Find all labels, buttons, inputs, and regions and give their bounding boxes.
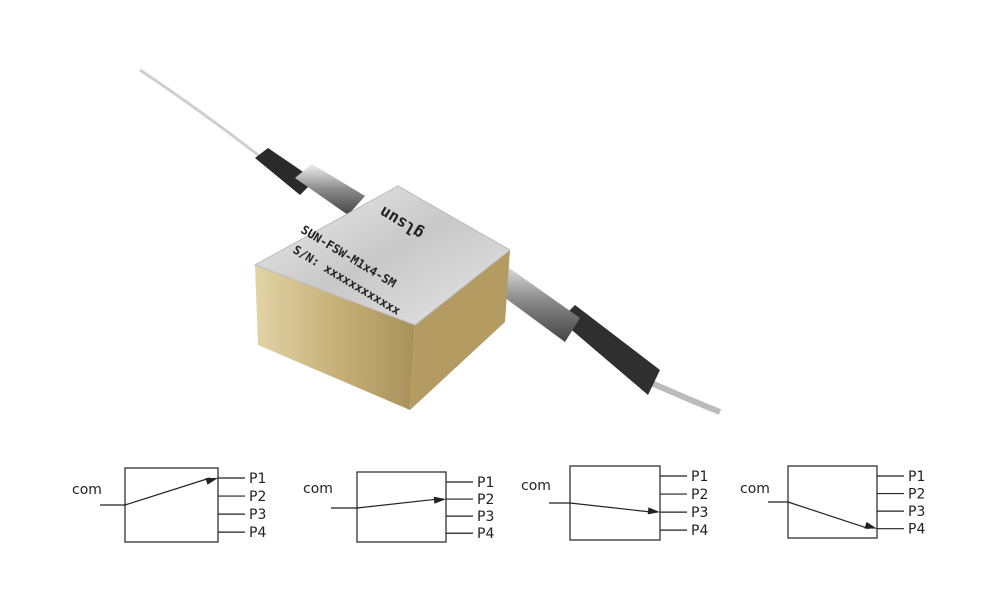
switch-path-arrow xyxy=(787,501,870,530)
port-label-p2: P2 xyxy=(691,487,708,503)
diagram-box xyxy=(124,467,219,543)
port-label-p4: P4 xyxy=(908,522,925,538)
port-label-p3: P3 xyxy=(691,505,708,521)
port-label-p3: P3 xyxy=(249,507,266,523)
port-label-p4: P4 xyxy=(477,526,494,542)
port-label-p1: P1 xyxy=(908,469,925,485)
port-label-p2: P2 xyxy=(908,487,925,503)
port-label-p2: P2 xyxy=(249,489,266,505)
left-fiber xyxy=(139,68,263,160)
device-top-face xyxy=(253,185,511,326)
port-label-p1: P1 xyxy=(249,471,266,487)
com-label: com xyxy=(740,481,770,497)
port-label-p1: P1 xyxy=(477,475,494,491)
com-label: com xyxy=(72,482,102,498)
diagram-box xyxy=(356,471,447,543)
arrowhead-icon xyxy=(205,477,218,485)
port-label-p2: P2 xyxy=(477,492,494,508)
device-front-face xyxy=(255,265,415,410)
port-label-p1: P1 xyxy=(691,469,708,485)
left-metal-tube xyxy=(295,164,365,215)
port-label-p3: P3 xyxy=(908,504,925,520)
arrowhead-icon xyxy=(864,521,877,529)
arrowhead-icon xyxy=(433,496,446,504)
device-side-face xyxy=(410,250,510,410)
switch-path-arrow xyxy=(356,498,439,509)
port-label-p4: P4 xyxy=(691,523,708,539)
right-boot xyxy=(560,305,660,395)
switch-path-arrow xyxy=(124,477,211,506)
port-label-p4: P4 xyxy=(249,525,266,541)
com-label: com xyxy=(303,481,333,497)
left-boot xyxy=(255,148,315,195)
com-label: com xyxy=(521,478,551,494)
arrowhead-icon xyxy=(647,507,660,515)
port-label-p3: P3 xyxy=(477,509,494,525)
diagram-box xyxy=(569,465,661,541)
switch-path-arrow xyxy=(569,502,653,513)
